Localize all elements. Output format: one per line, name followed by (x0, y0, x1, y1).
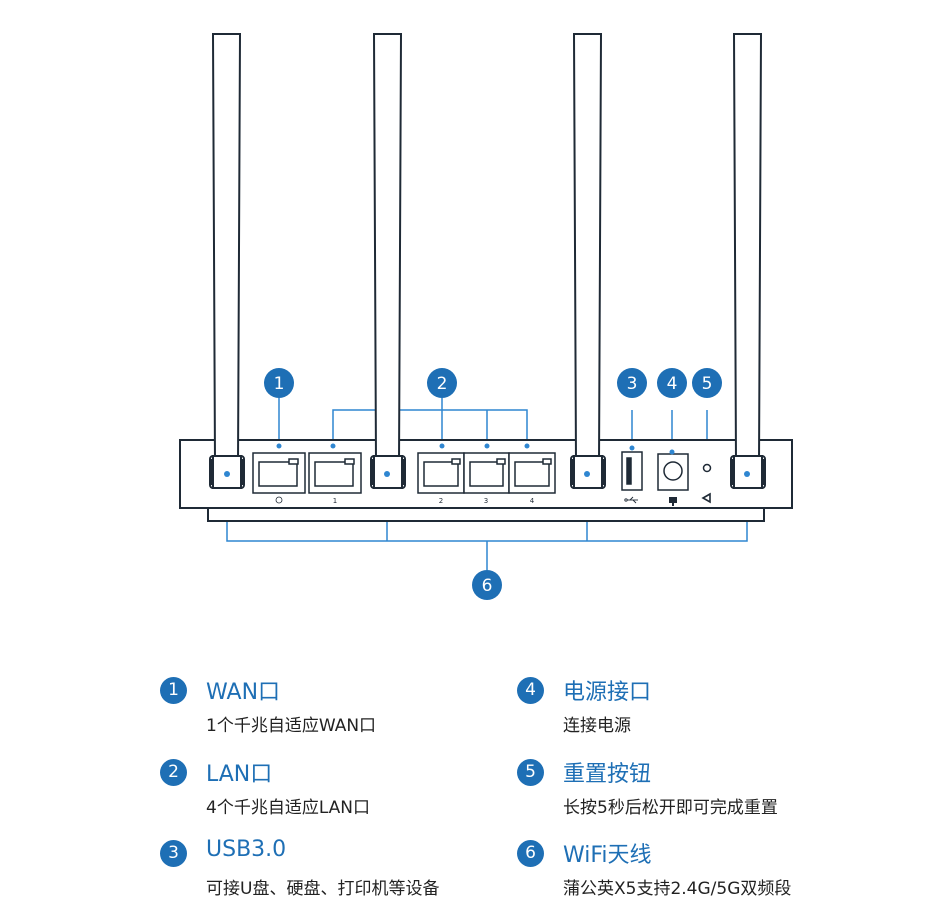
callout-2: 2 (427, 368, 457, 398)
port-labels: 1 2 3 4 (275, 496, 535, 505)
lan-port-3 (463, 452, 510, 494)
legend-desc: 连接电源 (563, 716, 631, 736)
legend: 1 WAN口 1个千兆自适应WAN口 2 LAN口 4个千兆自适应LAN口 3 … (0, 640, 951, 922)
svg-text:5: 5 (702, 374, 713, 394)
callout-1: 1 (264, 368, 294, 398)
antenna-4 (730, 33, 766, 489)
callout-6: 6 (472, 570, 502, 600)
reset-icon (701, 492, 711, 504)
legend-number: 4 (517, 677, 544, 704)
callout-5: 5 (692, 368, 722, 398)
legend-desc: 4个千兆自适应LAN口 (206, 798, 371, 818)
legend-title: LAN口 (206, 762, 273, 787)
legend-title: WAN口 (206, 680, 281, 705)
svg-text:6: 6 (482, 576, 493, 596)
power-plug-icon (669, 497, 677, 506)
usb-port (621, 451, 643, 491)
antenna-2 (370, 33, 406, 489)
power-jack (657, 453, 689, 491)
reset-button (701, 463, 712, 504)
legend-number: 2 (160, 759, 187, 786)
legend-title: 重置按钮 (563, 762, 652, 787)
legend-desc: 长按5秒后松开即可完成重置 (563, 798, 778, 818)
legend-title: USB3.0 (206, 837, 287, 862)
antenna-3 (570, 33, 606, 489)
legend-title: 电源接口 (563, 680, 652, 705)
lan-port-1 (308, 452, 362, 494)
legend-number: 3 (160, 840, 187, 867)
globe-icon (275, 496, 283, 504)
antenna-dots (224, 443, 750, 477)
port-label-2: 2 (439, 497, 443, 505)
svg-text:3: 3 (627, 374, 638, 394)
svg-text:4: 4 (667, 374, 678, 394)
port-label-3: 3 (484, 497, 488, 505)
port-label-4: 4 (530, 497, 535, 505)
callout-badges: 1 2 3 4 5 6 (264, 368, 722, 600)
svg-text:2: 2 (437, 374, 448, 394)
callout-3: 3 (617, 368, 647, 398)
svg-text:1: 1 (274, 374, 285, 394)
legend-number: 6 (517, 840, 544, 867)
legend-number: 1 (160, 677, 187, 704)
lan-port-2 (417, 452, 465, 494)
port-label-1: 1 (333, 497, 337, 505)
wan-port (252, 452, 306, 494)
lan-port-4 (508, 452, 556, 494)
legend-desc: 1个千兆自适应WAN口 (206, 716, 377, 736)
router-rear-diagram: 1 2 3 4 (179, 33, 793, 600)
legend-number: 5 (517, 759, 544, 786)
legend-desc: 可接U盘、硬盘、打印机等设备 (206, 879, 440, 899)
ethernet-ports (252, 452, 556, 494)
legend-desc: 蒲公英X5支持2.4G/5G双频段 (563, 879, 792, 899)
antennas (209, 33, 766, 489)
antenna-1 (209, 33, 245, 489)
usb-icon (624, 496, 638, 504)
legend-title: WiFi天线 (563, 843, 652, 868)
callout-4: 4 (657, 368, 687, 398)
